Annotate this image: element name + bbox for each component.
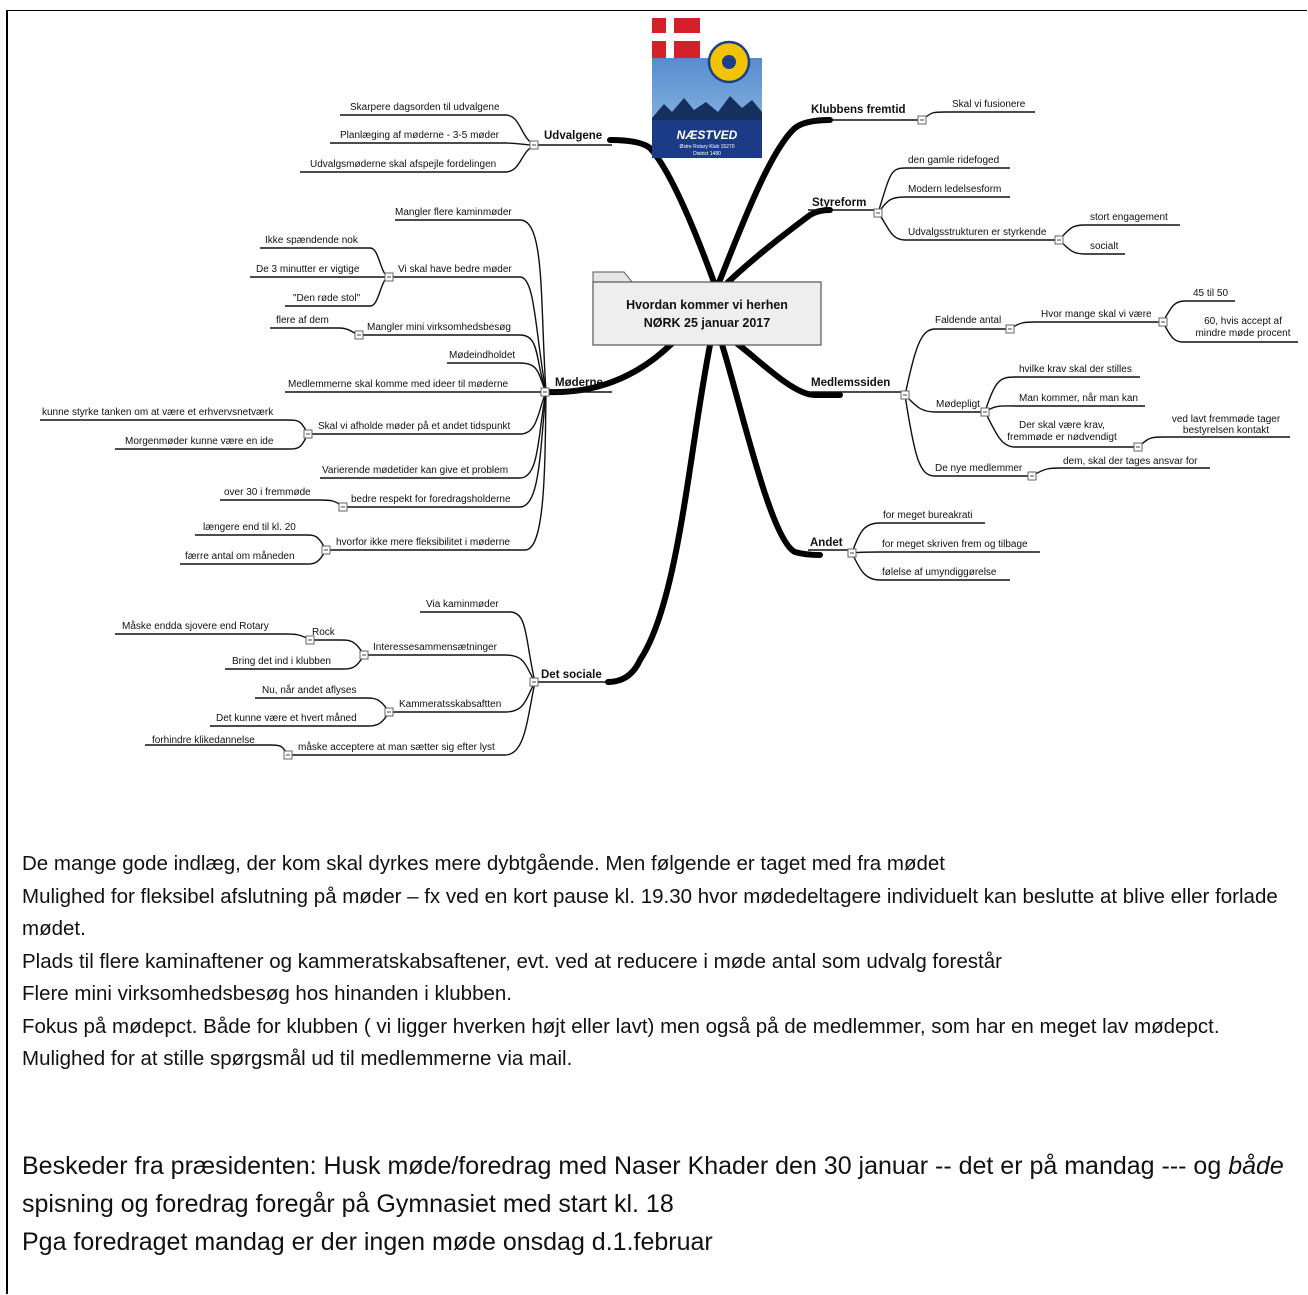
leaf: Skal vi fusionere xyxy=(952,99,1026,110)
logo-district: District 1480 xyxy=(693,151,721,157)
central-title-line1: Hvordan kommer vi herhen xyxy=(626,298,788,312)
leaf: kunne styrke tanken om at være et erhver… xyxy=(42,407,274,418)
leaf: hvorfor ikke mere fleksibilitet i mødern… xyxy=(336,537,510,548)
leaf: for meget bureakrati xyxy=(883,510,973,521)
leaf: bedre respekt for foredragsholderne xyxy=(351,494,511,505)
leaf: længere end til kl. 20 xyxy=(203,522,296,533)
mind-map: Hvordan kommer vi herhen NØRK 25 januar … xyxy=(40,18,1298,760)
leaf: forhindre klikedannelse xyxy=(152,735,255,746)
note-line: Mulighed for fleksibel afslutning på mød… xyxy=(22,884,1278,941)
leaf: Faldende antal xyxy=(935,315,1001,326)
leaf: stort engagement xyxy=(1090,212,1168,223)
branch-moderne: Møderne xyxy=(555,377,603,389)
branch-andet: Andet xyxy=(810,537,843,549)
president-line-1: Beskeder fra præsidenten: Husk møde/fore… xyxy=(22,1147,1292,1223)
leaf: dem, skal der tages ansvar for xyxy=(1063,456,1198,467)
logo-subtitle: Østre Rotary Klub 15270 xyxy=(679,144,734,150)
leaf: over 30 i fremmøde xyxy=(224,487,311,498)
meeting-notes: De mange gode indlæg, der kom skal dyrke… xyxy=(22,848,1292,1076)
central-title-line2: NØRK 25 januar 2017 xyxy=(644,316,770,330)
leaf: Via kaminmøder xyxy=(426,599,499,610)
leaf: for meget skriven frem og tilbage xyxy=(882,539,1028,550)
president-text: Beskeder fra præsidenten: Husk møde/fore… xyxy=(22,1152,1229,1180)
leaf: Bring det ind i klubben xyxy=(232,656,331,667)
leaf: hvilke krav skal der stilles xyxy=(1019,364,1132,375)
leaf: Modern ledelsesform xyxy=(908,184,1001,195)
leaf: flere af dem xyxy=(276,315,329,326)
leaf: Hvor mange skal vi være xyxy=(1041,309,1152,320)
main-branches xyxy=(545,117,843,685)
note-line: Fokus på mødepct. Både for klubben ( vi … xyxy=(22,1014,1220,1038)
leaf: Vi skal have bedre møder xyxy=(398,264,512,275)
leaf: Udvalgsstrukturen er styrkende xyxy=(908,227,1047,238)
leaf: måske acceptere at man sætter sig efter … xyxy=(298,741,495,753)
branch-medlemssiden: Medlemssiden xyxy=(811,377,890,389)
leaf: Planlæging af møderne - 3-5 møder xyxy=(340,130,500,141)
leaf: "Den røde stol" xyxy=(293,293,361,304)
leaf: socialt xyxy=(1090,241,1119,252)
leaf: den gamle ridefoged xyxy=(908,155,999,166)
leaf: Mangler flere kaminmøder xyxy=(395,207,512,218)
leaf: bestyrelsen kontakt xyxy=(1183,425,1269,436)
leaf: Det kunne være et hvert måned xyxy=(216,712,357,724)
president-messages: Beskeder fra præsidenten: Husk møde/fore… xyxy=(22,1147,1292,1261)
leaf: Skarpere dagsorden til udvalgene xyxy=(350,102,500,113)
president-emphasis: både xyxy=(1228,1152,1284,1180)
leaf: Skal vi afholde møder på et andet tidspu… xyxy=(318,420,511,432)
central-topic: Hvordan kommer vi herhen NØRK 25 januar … xyxy=(592,271,822,346)
leaf: Udvalgsmøderne skal afspejle fordelingen xyxy=(310,159,496,170)
leaf: Mødepligt xyxy=(936,399,980,410)
leaf: Man kommer, når man kan xyxy=(1019,392,1138,404)
leaf: 45 til 50 xyxy=(1193,288,1228,299)
leaf: ved lavt fremmøde tager xyxy=(1172,414,1281,425)
leaf: Medlemmerne skal komme med ideer til mød… xyxy=(288,379,509,390)
leaf: Rock xyxy=(312,627,336,638)
leaf: Morgenmøder kunne være en ide xyxy=(125,436,274,447)
leaf: Ikke spændende nok xyxy=(265,235,359,246)
leaf: færre antal om måneden xyxy=(185,550,295,562)
note-line: De mange gode indlæg, der kom skal dyrke… xyxy=(22,852,945,875)
leaf: følelse af umyndiggørelse xyxy=(882,567,997,578)
leaf: Interessesammensætninger xyxy=(373,642,498,653)
leaf: Kammeratsskabsaftten xyxy=(399,699,501,710)
leaf: Mangler mini virksomhedsbesøg xyxy=(367,322,511,333)
leaf: Måske endda sjovere end Rotary xyxy=(122,620,269,632)
note-line: Mulighed for at stille spørgsmål ud til … xyxy=(22,1047,573,1070)
leaf: fremmøde er nødvendigt xyxy=(1007,432,1117,443)
leaf: Nu, når andet aflyses xyxy=(262,684,357,696)
leaf: Mødeindholdet xyxy=(449,350,515,361)
branch-klubbens-fremtid: Klubbens fremtid xyxy=(811,104,906,116)
collapse-dashes xyxy=(286,119,1165,756)
leaf: De nye medlemmer xyxy=(935,463,1023,474)
club-logo: NÆSTVED Østre Rotary Klub 15270 District… xyxy=(652,18,762,158)
branch-styreform: Styreform xyxy=(812,197,866,209)
branch-det-sociale: Det sociale xyxy=(541,669,602,681)
note-line: Plads til flere kaminaftener og kammerat… xyxy=(22,949,1002,973)
note-line: Flere mini virksomhedsbesøg hos hinanden… xyxy=(22,982,512,1005)
leaf: Varierende mødetider kan give et problem xyxy=(322,465,508,476)
president-line-2: Pga foredraget mandag er der ingen møde … xyxy=(22,1228,713,1256)
leaf: De 3 minutter er vigtige xyxy=(256,264,360,275)
president-text: spisning og foredrag foregår på Gymnasie… xyxy=(22,1190,674,1218)
page-frame xyxy=(6,10,1307,1294)
leaf: Der skal være krav, xyxy=(1019,420,1105,431)
branch-udvalgene: Udvalgene xyxy=(544,130,602,142)
logo-text: NÆSTVED xyxy=(677,128,738,142)
leaf: mindre møde procent xyxy=(1195,328,1290,339)
leaf: 60, hvis accept af xyxy=(1204,316,1282,327)
